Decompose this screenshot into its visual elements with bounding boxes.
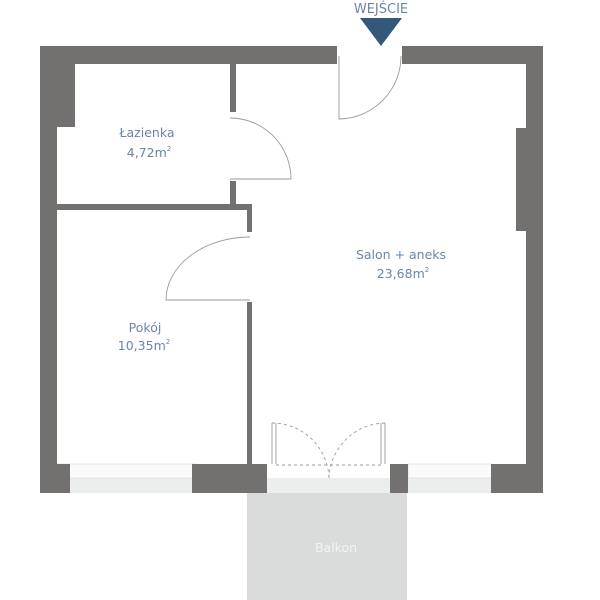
- room-door[interactable]: [165, 236, 251, 301]
- balcony-door[interactable]: [271, 422, 386, 479]
- windows: [56, 463, 493, 493]
- entrance-arrow-icon: [360, 18, 402, 46]
- room-name: Łazienka: [118, 125, 174, 140]
- room-bathroom: Łazienka 4,72m2: [118, 125, 174, 160]
- room-bedroom: Pokój 10,35m2: [118, 320, 170, 353]
- room-area: 4,72m2: [127, 145, 171, 160]
- balcony-label: Balkon: [315, 540, 357, 555]
- bathroom-door[interactable]: [229, 117, 292, 180]
- room-living: Salon + aneks 23,68m2: [356, 247, 446, 281]
- room-name: Pokój: [129, 320, 162, 335]
- room-area: 23,68m2: [377, 266, 429, 281]
- room-name: Salon + aneks: [356, 247, 446, 262]
- room-area: 10,35m2: [118, 338, 170, 353]
- walls: [40, 46, 543, 493]
- balcony-area: [247, 493, 407, 600]
- entrance-label: WEJŚCIE: [354, 1, 408, 17]
- entrance-door[interactable]: [338, 55, 402, 120]
